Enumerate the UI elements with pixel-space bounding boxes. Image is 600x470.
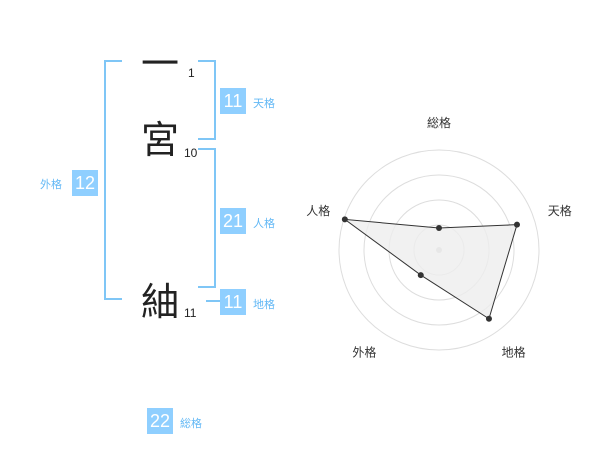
radar-axis-label: 人格	[306, 203, 330, 218]
radar-axis-label: 地格	[502, 345, 526, 360]
radar-point-1	[436, 225, 442, 231]
jinkaku-label: 人格	[253, 217, 275, 230]
radar-point-3	[485, 315, 492, 322]
radar-ring	[363, 174, 515, 326]
radar-point-4	[417, 272, 424, 279]
tenkaku-badge: 11	[220, 88, 246, 114]
name-char-1: 一	[141, 42, 180, 86]
radar-points	[341, 216, 520, 322]
gaikaku-badge: 12	[72, 170, 98, 196]
name-char-3: 紬	[141, 280, 180, 324]
stroke-count-1: 1	[188, 66, 195, 80]
radar-point-2	[513, 221, 520, 228]
name-char-2: 宮	[141, 118, 180, 162]
gaikaku-bracket	[104, 60, 122, 300]
soukaku-badge: 22	[147, 408, 173, 434]
radar-point-5	[341, 216, 348, 223]
jinkaku-badge: 21	[220, 208, 246, 234]
gaikaku-label: 外格	[40, 178, 62, 191]
jinkaku-bracket	[198, 148, 216, 288]
chikaku-connector	[206, 300, 220, 302]
radar-axis-label: 総格	[427, 115, 451, 130]
stroke-count-2: 10	[184, 146, 198, 160]
tenkaku-bracket	[198, 60, 216, 140]
radar-axis-label: 天格	[548, 203, 572, 218]
chikaku-badge: 11	[220, 289, 246, 315]
radar-area	[343, 218, 518, 320]
chikaku-label: 地格	[253, 298, 275, 311]
radar-ring	[338, 149, 540, 351]
tenkaku-label: 天格	[253, 97, 275, 110]
stroke-count-3: 11	[184, 306, 197, 320]
soukaku-label: 総格	[180, 417, 202, 430]
radar-axis-label: 外格	[352, 345, 376, 360]
